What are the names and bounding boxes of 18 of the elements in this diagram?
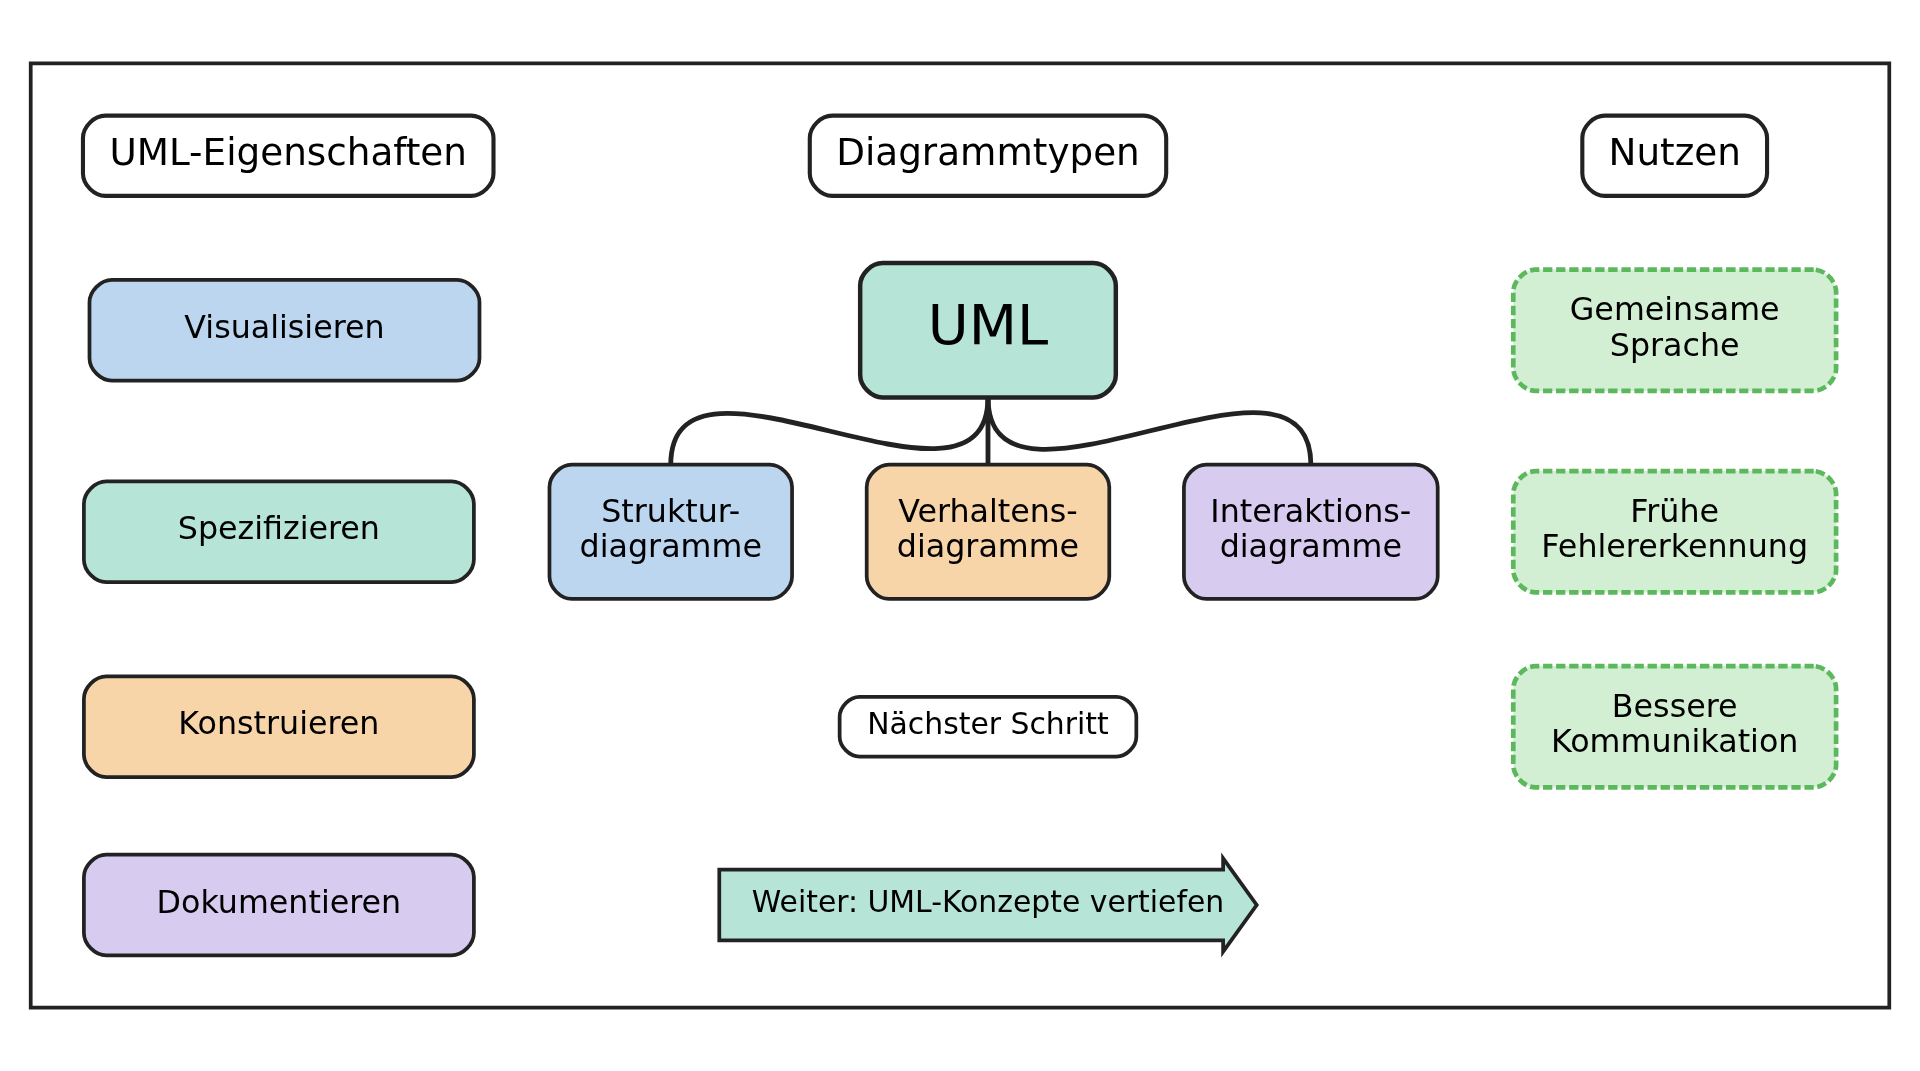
- node-box: UML: [857, 260, 1119, 400]
- node-box: Bessere Kommunikation: [1510, 663, 1839, 790]
- node-box: Gemeinsame Sprache: [1510, 267, 1839, 394]
- node-box: Dokumentieren: [82, 852, 476, 958]
- cluster: [28, 61, 1892, 1010]
- node-box: Konstruieren: [82, 674, 476, 779]
- node-box: Nächster Schritt: [837, 695, 1139, 759]
- node-box: Spezifizieren: [82, 479, 476, 584]
- node-box: Visualisieren: [87, 278, 482, 383]
- node-box: Verhaltens- diagramme: [864, 462, 1112, 601]
- connector: [668, 396, 991, 466]
- node-box: Frühe Fehlererkennung: [1510, 468, 1839, 595]
- node-box: UML-Eigenschaften: [80, 113, 496, 198]
- node-box: Interaktions- diagramme: [1182, 462, 1440, 601]
- node-box: Struktur- diagramme: [547, 462, 794, 601]
- node-box: Nutzen: [1580, 113, 1770, 198]
- node-box: Diagrammtypen: [807, 113, 1169, 198]
- connector: [985, 396, 1314, 466]
